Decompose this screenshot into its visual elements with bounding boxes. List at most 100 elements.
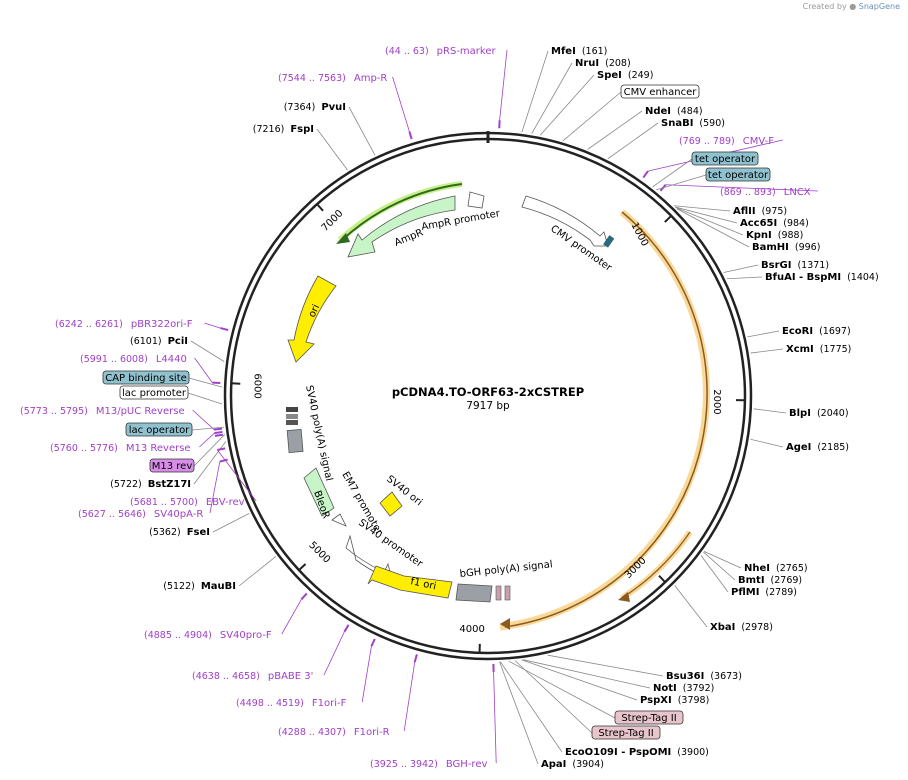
primer-label[interactable]: (5773 .. 5795)M13/pUC Reverse bbox=[20, 406, 185, 417]
primer-leader bbox=[493, 671, 497, 764]
site-leader bbox=[500, 661, 563, 753]
feature-box-label: Strep-Tag II bbox=[621, 713, 676, 724]
feature-box[interactable] bbox=[691, 151, 759, 166]
feature-box[interactable] bbox=[149, 458, 195, 473]
primer-name: pRS-marker bbox=[437, 46, 497, 57]
primer-label[interactable]: (7544 .. 7563)Amp-R bbox=[278, 73, 387, 84]
site-name: NotI bbox=[653, 683, 677, 694]
restriction-site-label[interactable]: ApaI(3904) bbox=[541, 759, 604, 770]
primer-label[interactable]: (6242 .. 6261)pBR322ori-F bbox=[55, 319, 193, 330]
restriction-site-label[interactable]: BamHI(996) bbox=[752, 242, 820, 253]
restriction-site-label[interactable]: NheI(2765) bbox=[744, 563, 808, 574]
site-name: ApaI bbox=[541, 759, 566, 770]
restriction-site-label[interactable]: BsrGI(1371) bbox=[761, 260, 829, 271]
restriction-site-label[interactable]: EcoRI(1697) bbox=[782, 326, 851, 337]
restriction-site-label[interactable]: (5362)FseI bbox=[149, 527, 210, 538]
site-leader bbox=[675, 206, 738, 224]
restriction-site-label[interactable]: XcmI(1775) bbox=[786, 344, 851, 355]
primer-range: (769 .. 789) bbox=[679, 136, 735, 147]
feature-box[interactable] bbox=[125, 422, 193, 437]
primer-label[interactable]: (769 .. 789)CMV-F bbox=[679, 136, 774, 147]
ori-feature bbox=[287, 275, 337, 363]
site-leader bbox=[674, 585, 708, 628]
credit-brand: SnapGene bbox=[858, 2, 900, 11]
primer-label[interactable]: (5627 .. 5646)SV40pA-R bbox=[78, 509, 203, 520]
primer-label[interactable]: (4498 .. 4519)F1ori-F bbox=[236, 698, 347, 709]
restriction-site-label[interactable]: BlpI(2040) bbox=[789, 408, 849, 419]
restriction-site-label[interactable]: (6101)PciI bbox=[130, 336, 188, 347]
primer-label[interactable]: (4638 .. 4658)pBABE 3' bbox=[192, 671, 313, 682]
site-leader bbox=[675, 207, 744, 236]
restriction-site-label[interactable]: (7364)PvuI bbox=[284, 102, 346, 113]
site-pos: (2765) bbox=[776, 563, 808, 574]
restriction-site-label[interactable]: EcoO109I - PspOMI(3900) bbox=[565, 747, 709, 758]
restriction-site-label[interactable]: MfeI(161) bbox=[551, 46, 607, 57]
restriction-site-label[interactable]: AflII(975) bbox=[733, 206, 787, 217]
primer-label[interactable]: (5681 .. 5700)EBV-rev bbox=[130, 497, 245, 508]
restriction-site-label[interactable]: KpnI(988) bbox=[746, 230, 803, 241]
restriction-site-label[interactable]: PspXI(3798) bbox=[640, 695, 709, 706]
restriction-site-label[interactable]: NdeI(484) bbox=[645, 106, 703, 117]
site-pos: (2040) bbox=[817, 408, 849, 419]
primer-mark bbox=[300, 592, 308, 601]
primer-label[interactable]: (44 .. 63) pRS-marker bbox=[385, 46, 496, 57]
ampr-label: AmpR bbox=[393, 227, 425, 248]
restriction-site-label[interactable]: Bsu36I(3673) bbox=[666, 671, 742, 682]
feature-box[interactable] bbox=[591, 725, 661, 740]
primer-name: L4440 bbox=[156, 354, 187, 365]
feature-box-label: M13 rev bbox=[152, 461, 193, 472]
feature-box[interactable] bbox=[705, 167, 771, 182]
site-leader bbox=[499, 661, 539, 765]
site-pos: (2789) bbox=[765, 587, 797, 598]
restriction-site-label[interactable]: Acc65I(984) bbox=[740, 218, 809, 229]
feature-box[interactable] bbox=[614, 710, 684, 725]
m13-feature bbox=[286, 420, 298, 425]
primer-range: (5760 .. 5776) bbox=[50, 443, 118, 454]
ruler-tick-label: 7000 bbox=[320, 208, 346, 234]
site-pos: (988) bbox=[778, 230, 804, 241]
primer-label[interactable]: (5991 .. 6008)L4440 bbox=[80, 354, 187, 365]
restriction-site-label[interactable]: SnaBI(590) bbox=[661, 118, 725, 129]
restriction-site-label[interactable]: BmtI(2769) bbox=[738, 575, 802, 586]
feature-box-label: lac promoter bbox=[122, 388, 187, 399]
feature-box[interactable] bbox=[119, 385, 189, 400]
feature-box-label: tet operator bbox=[708, 170, 769, 181]
ruler-tick-label: 6000 bbox=[251, 373, 262, 398]
site-leader bbox=[726, 276, 763, 280]
feature-box[interactable] bbox=[102, 370, 190, 385]
site-pos: (6101) bbox=[130, 336, 162, 347]
restriction-site-label[interactable]: (5122)MauBI bbox=[163, 581, 236, 592]
restriction-site-label[interactable]: SpeI(249) bbox=[597, 70, 653, 81]
primer-label[interactable]: (4288 .. 4307)F1ori-R bbox=[278, 727, 390, 738]
feature-box[interactable] bbox=[620, 84, 700, 99]
restriction-site-label[interactable]: (5722)BstZ17I bbox=[110, 479, 191, 490]
site-pos: (1404) bbox=[847, 272, 879, 283]
site-name: SnaBI bbox=[661, 118, 693, 129]
primer-label[interactable]: (4885 .. 4904)SV40pro-F bbox=[144, 630, 272, 641]
restriction-site-label[interactable]: XbaI(2978) bbox=[710, 622, 773, 633]
primer-label[interactable]: (869 .. 893)LNCX bbox=[720, 187, 811, 198]
restriction-site-label[interactable]: BfuAI - BspMI(1404) bbox=[765, 272, 879, 283]
ruler-tick bbox=[298, 563, 307, 571]
primer-label[interactable]: (5760 .. 5776)M13 Reverse bbox=[50, 443, 191, 454]
site-leader bbox=[607, 122, 659, 159]
site-name: FspI bbox=[290, 124, 314, 135]
site-name: MauBI bbox=[201, 581, 236, 592]
restriction-site-label[interactable]: AgeI(2185) bbox=[786, 442, 849, 453]
restriction-site-label[interactable]: NotI (3792) bbox=[653, 683, 714, 694]
ampr-feature bbox=[347, 195, 456, 258]
restriction-site-label[interactable]: (7216)FspI bbox=[253, 124, 314, 135]
bgh-polya-feature bbox=[455, 583, 493, 603]
site-name: XbaI bbox=[710, 622, 735, 633]
site-pos: (3792) bbox=[683, 683, 715, 694]
primer-range: (44 .. 63) bbox=[385, 46, 429, 57]
primer-label[interactable]: (3925 .. 3942)BGH-rev bbox=[370, 759, 487, 770]
restriction-site-label[interactable]: PflMI(2789) bbox=[731, 587, 797, 598]
restriction-site-label[interactable]: NruI(208) bbox=[575, 58, 631, 69]
site-leader bbox=[700, 555, 729, 593]
ruler-tick-label: 5000 bbox=[306, 540, 332, 566]
site-leader bbox=[522, 659, 651, 689]
site-pos: (996) bbox=[795, 242, 821, 253]
site-pos: (5722) bbox=[110, 479, 142, 490]
feature-leader bbox=[655, 174, 707, 191]
